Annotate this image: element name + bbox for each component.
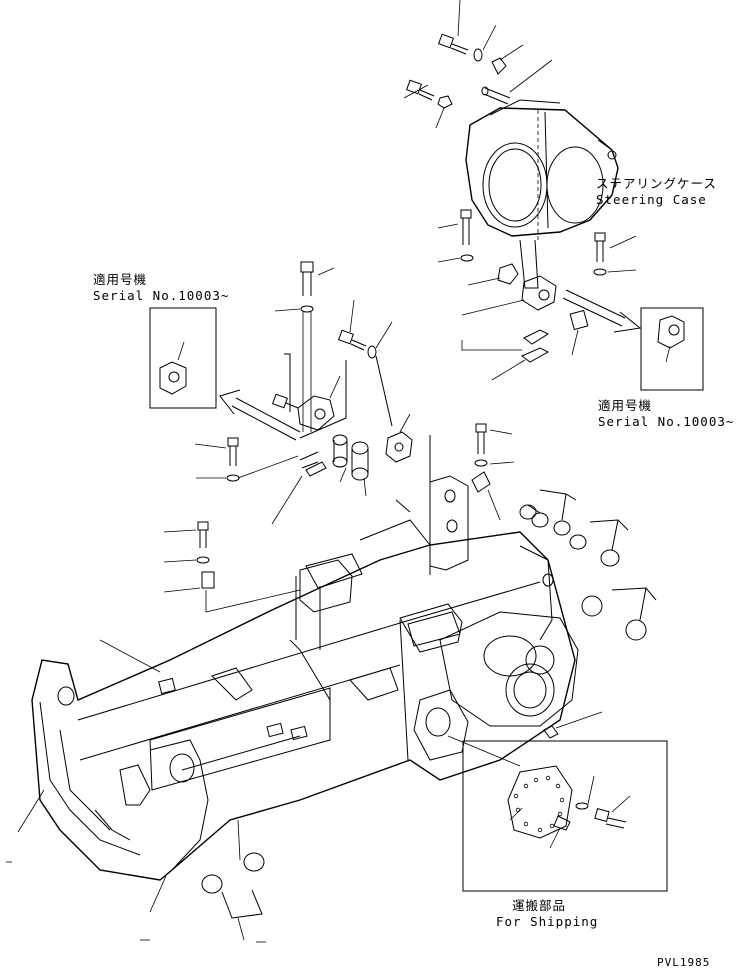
top-bolt-2 <box>403 79 453 129</box>
left-bolt-stack-2 <box>163 521 301 613</box>
top-pin <box>481 59 553 105</box>
bottom-sleeves <box>201 819 265 941</box>
steering-case <box>465 99 619 240</box>
uprights <box>429 475 554 641</box>
serial-box-left <box>149 307 217 409</box>
serial-left-label-jp: 適用号機 <box>93 272 148 287</box>
mid-bracket <box>272 353 347 439</box>
shipping-label-jp: 運搬部品 <box>512 898 567 913</box>
steering-case-label-jp: ステアリングケース <box>596 176 717 191</box>
arrow-right <box>562 289 642 333</box>
right-bolt-stack <box>429 423 515 575</box>
bushings-right <box>519 489 657 641</box>
sleeves-mid <box>332 434 369 497</box>
top-bolt-1 <box>438 0 497 62</box>
steering-bracket <box>461 239 589 381</box>
serial-right-label-en: Serial No.10003~ <box>598 414 735 429</box>
shipping-box <box>447 711 668 892</box>
steering-case-label-en: Steering Case <box>596 192 707 207</box>
serial-box-right <box>640 307 704 391</box>
cross-bolt <box>338 299 413 463</box>
case-bolt-left <box>437 209 474 263</box>
gear-housing <box>413 611 579 761</box>
serial-right-label-jp: 適用号機 <box>598 398 653 413</box>
left-bolt-stack-1 <box>194 437 327 525</box>
arrow-left <box>219 389 301 441</box>
shipping-label-en: For Shipping <box>496 914 599 929</box>
perforated-plate-mid <box>305 553 461 647</box>
top-clip <box>491 44 524 75</box>
main-frame <box>31 499 576 881</box>
case-bolt-right <box>593 232 637 276</box>
long-bolt-upper <box>274 261 335 432</box>
serial-left-label-en: Serial No.10003~ <box>93 288 230 303</box>
drawing-code: PVL1985 <box>657 956 711 969</box>
left-leaders <box>6 639 266 943</box>
